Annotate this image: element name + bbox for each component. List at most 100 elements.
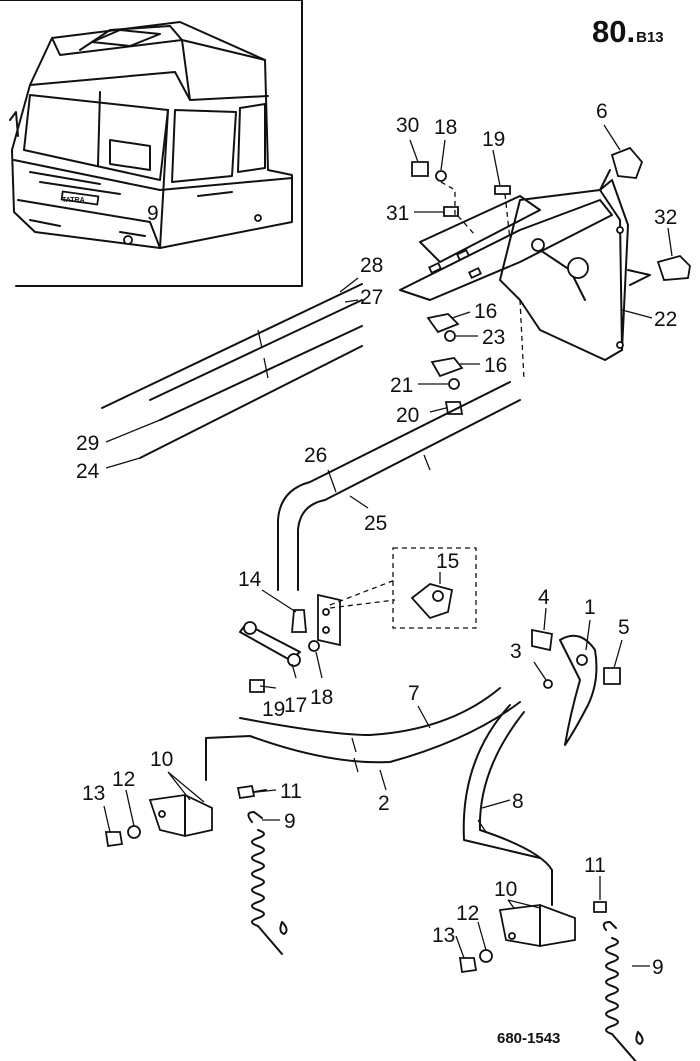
callout-13-left: 13	[82, 782, 105, 805]
callout-6: 6	[596, 100, 608, 123]
callout-3: 3	[510, 640, 522, 663]
callout-10-left: 10	[150, 748, 173, 771]
rods-group	[101, 283, 363, 459]
part-4-pin	[531, 628, 553, 652]
part-19-bolt	[494, 185, 511, 195]
callout-11-right: 11	[584, 854, 606, 877]
callout-7: 7	[408, 682, 420, 705]
detail-15-box	[392, 547, 477, 629]
callout-23: 23	[482, 326, 505, 349]
part-6-cap	[610, 146, 644, 179]
part-7-cable	[239, 687, 501, 736]
callout-22: 22	[654, 308, 677, 331]
callout-19-lower: 19	[262, 698, 285, 721]
part-28-rod	[101, 283, 363, 409]
callout-1: 1	[584, 596, 596, 619]
cab-illustration	[9, 21, 293, 249]
callout-17: 17	[284, 694, 307, 717]
handle-assembly	[531, 628, 621, 746]
callout-26: 26	[304, 444, 327, 467]
callout-30: 30	[396, 114, 419, 137]
callout-32: 32	[654, 206, 677, 229]
part-9-spring-right	[602, 921, 617, 931]
part-19-bolt-lower	[249, 679, 265, 693]
inset-frame	[0, 0, 303, 287]
callout-11-left: 11	[280, 780, 302, 803]
callout-31: 31	[386, 202, 409, 225]
part-25-cable	[297, 399, 521, 591]
part-23-washer	[444, 330, 456, 342]
page-number-main: 80.	[592, 14, 636, 49]
callout-12-left: 12	[112, 768, 135, 791]
callout-16-lower: 16	[484, 354, 507, 377]
figure-code: 680-1543	[497, 1030, 561, 1047]
cable-8	[462, 704, 553, 906]
part-32-knob	[656, 254, 691, 281]
callout-25: 25	[364, 512, 387, 535]
callout-19: 19	[482, 128, 505, 151]
callout-16-upper: 16	[474, 300, 497, 323]
page-number-sub: B13	[636, 29, 664, 46]
part-2-cable	[205, 701, 521, 781]
part-21-washer	[448, 378, 460, 390]
part-11-bolt-left	[236, 784, 256, 800]
part-11-bolt-right	[593, 901, 607, 913]
cables-lower	[205, 687, 521, 781]
part-16-clamp-lower	[430, 357, 464, 378]
part-14-pin	[291, 609, 307, 633]
part-12-washer-right	[479, 949, 493, 963]
callout-20: 20	[396, 404, 419, 427]
callout-10-right: 10	[494, 878, 517, 901]
part-24-rod	[139, 345, 363, 459]
part-18-washer	[435, 170, 447, 182]
callout-numbers: 30 18 19 6 31 32 28 27 16 22 23 16 21 20…	[76, 100, 677, 979]
page-number: 80.B13	[592, 14, 664, 50]
part-3-washer	[543, 679, 553, 689]
left-lower-fittings	[104, 784, 288, 955]
part-8-cable	[462, 704, 541, 859]
callout-24: 24	[76, 460, 100, 483]
part-9-spring-left	[247, 811, 263, 823]
right-lower-fittings	[458, 901, 644, 1061]
callout-9-right: 9	[652, 956, 664, 979]
part-27-rod	[149, 299, 363, 401]
part-31-bolt	[443, 206, 459, 217]
part-15-clamp	[410, 583, 454, 620]
callout-4: 4	[538, 586, 550, 609]
bracket-plate	[399, 199, 613, 301]
part-10-bracket-right	[498, 904, 576, 947]
upper-bracket-assembly	[399, 146, 691, 415]
part-13-nut-right	[458, 957, 478, 974]
part-29-rod	[159, 325, 363, 421]
callout-21: 21	[390, 374, 413, 397]
part-12-washer-left	[127, 825, 141, 839]
part-13-nut-left	[104, 831, 124, 848]
lever-assembly	[239, 579, 396, 693]
callout-12-right: 12	[456, 902, 479, 925]
callout-18-lower: 18	[310, 686, 333, 709]
cables-upper	[277, 381, 521, 591]
part-5-nut	[603, 667, 621, 685]
part-18-washer-lower	[308, 640, 320, 652]
callout-2: 2	[378, 792, 390, 815]
inset-badge: TATRA	[62, 197, 85, 204]
callout-13-right: 13	[432, 924, 455, 947]
cab-inset: 9 TATRA	[0, 0, 303, 287]
part-30-screw	[411, 161, 429, 177]
lever-bracket	[317, 593, 341, 647]
part-26-cable	[277, 381, 511, 591]
leader-lines	[103, 124, 673, 967]
part-16-clamp-upper	[426, 313, 460, 334]
callout-18: 18	[434, 116, 457, 139]
callout-29: 29	[76, 432, 99, 455]
callout-28: 28	[360, 254, 383, 277]
callout-9-left: 9	[284, 810, 296, 833]
part-1-handle	[559, 634, 598, 746]
callout-27: 27	[360, 286, 383, 309]
callout-15: 15	[436, 550, 459, 573]
callout-8: 8	[512, 790, 524, 813]
cab-door-mark: 9	[147, 202, 159, 225]
callout-14: 14	[238, 568, 262, 591]
